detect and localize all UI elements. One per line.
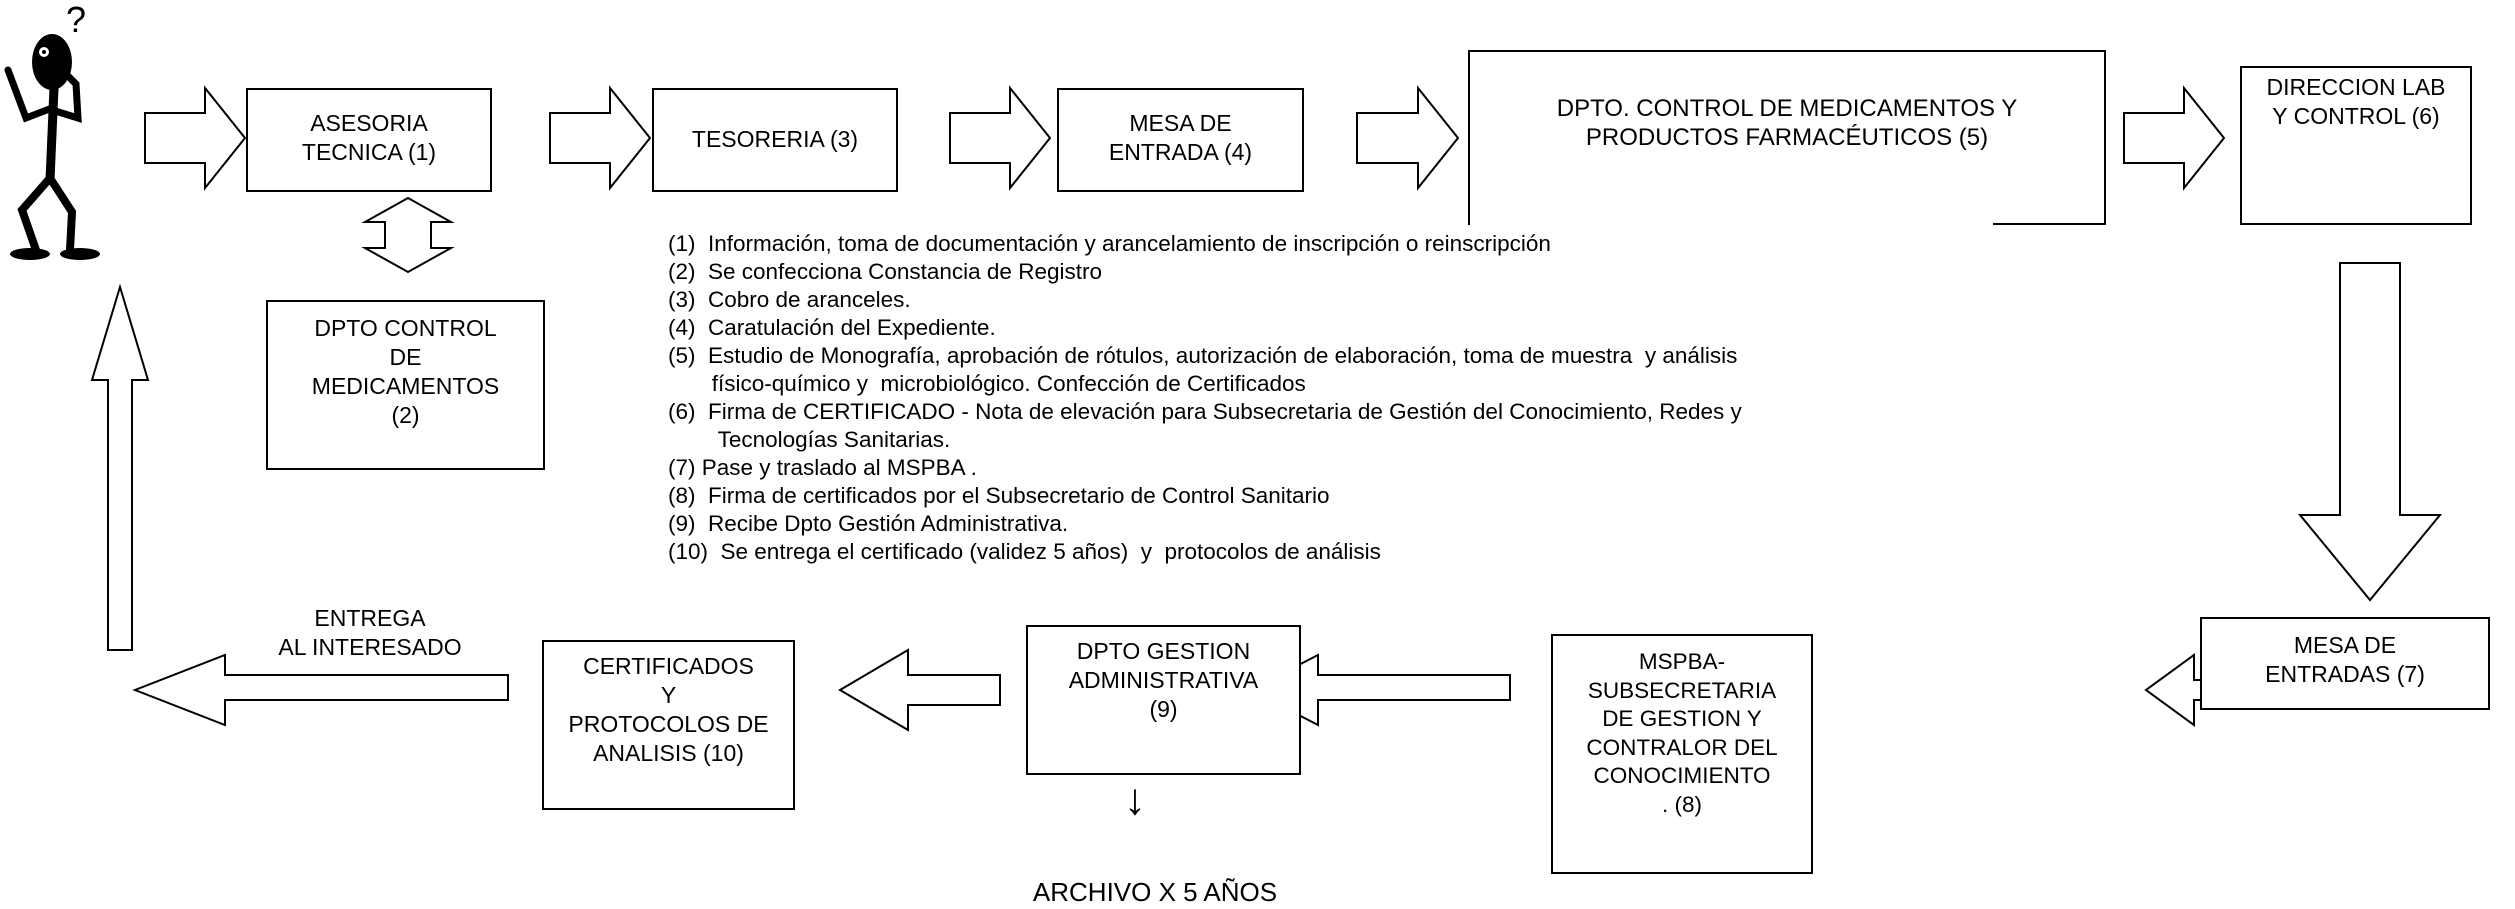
person-figure-icon: ? [4, 0, 100, 260]
box-certificados-protocolos-label: CERTIFICADOS Y PROTOCOLOS DE ANALISIS (1… [568, 653, 769, 766]
notes-list: (1) Información, toma de documentación y… [668, 230, 1742, 566]
arrow-dpto-prod-to-direccion [2123, 85, 2226, 191]
note-item: (10) Se entrega el certificado (validez … [668, 539, 1381, 564]
note-item: (4) Caratulación del Expediente. [668, 315, 996, 340]
note-item: (6) Firma de CERTIFICADO - Nota de eleva… [668, 399, 1742, 424]
box-dpto-control-productos-bottom-right [1993, 223, 2106, 225]
box-mesa-de-entradas-label: MESA DE ENTRADAS (7) [2265, 632, 2425, 687]
box-mesa-de-entrada-label: MESA DE ENTRADA (4) [1108, 110, 1253, 165]
box-dpto-control-medicamentos-label: DPTO CONTROL DE MEDICAMENTOS (2) [311, 315, 500, 428]
arrow-asesoria-to-tesoreria [549, 85, 652, 191]
box-certificados-protocolos: CERTIFICADOS Y PROTOCOLOS DE ANALISIS (1… [542, 640, 795, 810]
note-item: (1) Información, toma de documentación y… [668, 231, 1551, 256]
box-dpto-gestion-administrativa: DPTO GESTION ADMINISTRATIVA (9) [1026, 625, 1301, 775]
arrow-certificados-to-entrega [132, 653, 509, 727]
box-mspba-subsecretaria: MSPBA- SUBSECRETARIA DE GESTION Y CONTRA… [1551, 634, 1813, 874]
note-item: (3) Cobro de aranceles. [668, 287, 911, 312]
box-tesoreria-label: TESORERIA (3) [691, 126, 859, 152]
archivo-down-arrow: ↓ [1124, 775, 1146, 824]
box-dpto-control-productos-label: DPTO. CONTROL DE MEDICAMENTOS Y PRODUCTO… [1556, 95, 2018, 151]
box-mspba-subsecretaria-label: MSPBA- SUBSECRETARIA DE GESTION Y CONTRA… [1586, 649, 1778, 817]
arrow-entrega-to-figure [90, 283, 150, 651]
note-item: físico-químico y microbiológico. Confecc… [668, 371, 1306, 396]
box-direccion-lab: DIRECCION LAB Y CONTROL (6) [2240, 66, 2472, 225]
note-item: (7) Pase y traslado al MSPBA . [668, 455, 977, 480]
box-mesa-de-entrada: MESA DE ENTRADA (4) [1057, 88, 1304, 192]
arrow-tesoreria-to-mesa [949, 85, 1052, 191]
note-item: (5) Estudio de Monografía, aprobación de… [668, 343, 1738, 368]
question-mark: ? [66, 0, 86, 40]
box-dpto-control-medicamentos: DPTO CONTROL DE MEDICAMENTOS (2) [266, 300, 545, 470]
box-tesoreria: TESORERIA (3) [652, 88, 898, 192]
arrow-figure-to-asesoria [144, 85, 247, 191]
box-mesa-de-entradas: MESA DE ENTRADAS (7) [2200, 617, 2490, 710]
note-item: Tecnologías Sanitarias. [668, 427, 951, 452]
box-dpto-control-productos [1468, 50, 2106, 225]
box-direccion-lab-label: DIRECCION LAB Y CONTROL (6) [2266, 74, 2446, 129]
box-asesoria-tecnica-label: ASESORIA TECNICA (1) [301, 110, 437, 165]
arrow-gestion-to-certificados [838, 648, 1001, 732]
archivo-label: ARCHIVO X 5 AÑOS [1032, 877, 1278, 907]
note-item: (9) Recibe Dpto Gestión Administrativa. [668, 511, 1069, 536]
arrow-asesoria-dpto-control-bidirectional [361, 196, 455, 274]
note-item: (8) Firma de certificados por el Subsecr… [668, 483, 1330, 508]
arrow-mesa-to-dpto-prod [1356, 85, 1460, 191]
box-dpto-gestion-administrativa-label: DPTO GESTION ADMINISTRATIVA (9) [1068, 638, 1259, 722]
note-item: (2) Se confecciona Constancia de Registr… [668, 259, 1102, 284]
arrow-direccion-to-mesa-entradas [2297, 262, 2443, 602]
box-asesoria-tecnica: ASESORIA TECNICA (1) [246, 88, 492, 192]
entrega-label: ENTREGA AL INTERESADO [278, 605, 462, 660]
